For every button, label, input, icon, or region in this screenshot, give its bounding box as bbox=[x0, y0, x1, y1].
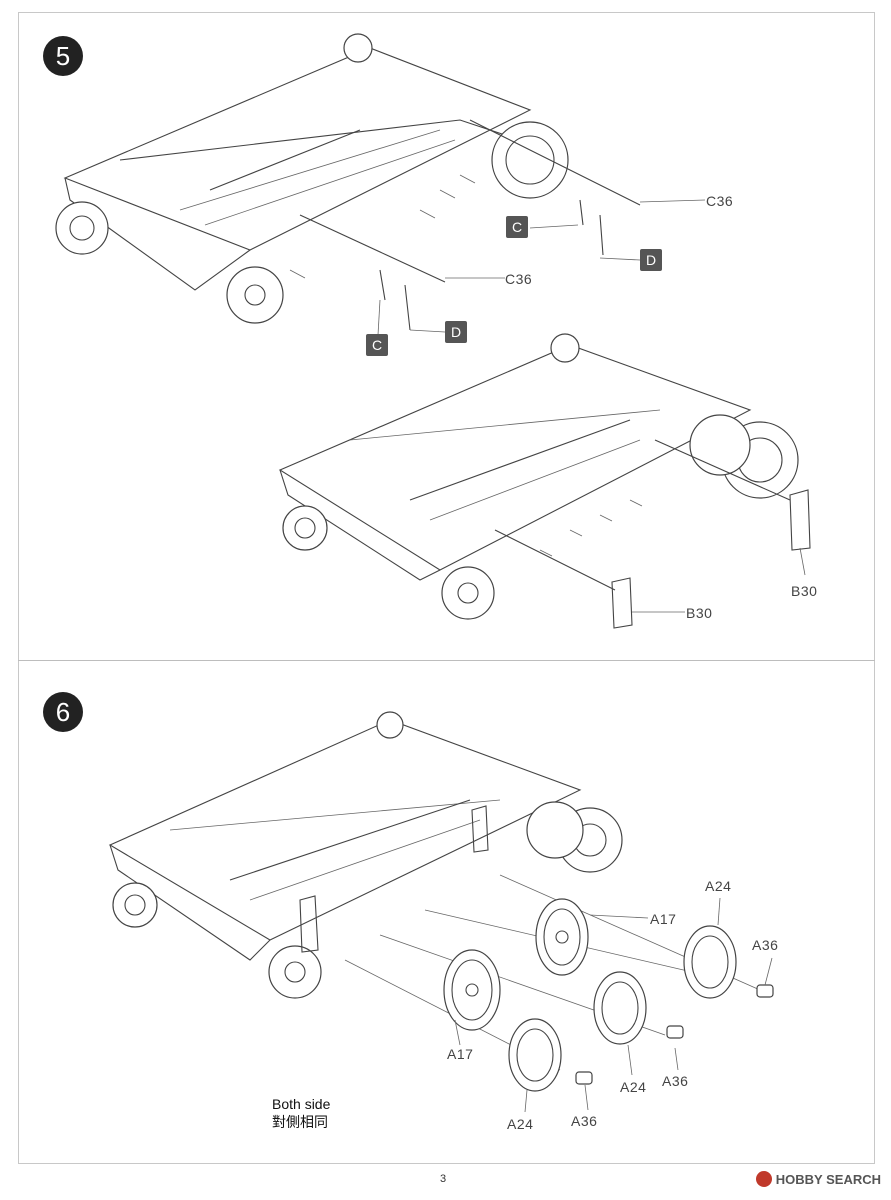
step6-road-wheels bbox=[344, 874, 774, 1092]
leader-lines bbox=[377, 199, 806, 1113]
note-chinese: 對側相同 bbox=[272, 1114, 328, 1130]
label-a17-b: A17 bbox=[447, 1046, 474, 1062]
step-divider bbox=[18, 660, 875, 661]
watermark-text: HOBBY SEARCH bbox=[775, 1171, 881, 1187]
label-c36-a: C36 bbox=[706, 193, 734, 209]
step-5-badge: 5 bbox=[43, 36, 83, 76]
label-a24-b: A24 bbox=[620, 1079, 647, 1095]
label-a17-a: A17 bbox=[650, 911, 677, 927]
hobby-search-logo-icon bbox=[755, 1171, 772, 1187]
label-a36-a: A36 bbox=[752, 937, 779, 953]
step6-hull bbox=[108, 711, 623, 999]
label-a36-b: A36 bbox=[662, 1073, 689, 1089]
label-c36-b: C36 bbox=[505, 271, 533, 287]
step5-hull-upper bbox=[55, 33, 641, 331]
label-d-b: D bbox=[445, 321, 467, 343]
label-c-a: C bbox=[506, 216, 528, 238]
label-a24-a: A24 bbox=[705, 878, 732, 894]
label-b30-b: B30 bbox=[686, 605, 713, 621]
both-side-note: Both side 對側相同 bbox=[272, 1095, 330, 1131]
step-6-badge: 6 bbox=[43, 692, 83, 732]
label-a24-c: A24 bbox=[507, 1116, 534, 1132]
note-english: Both side bbox=[272, 1096, 331, 1112]
page-number: 3 bbox=[440, 1173, 447, 1185]
hobby-search-watermark: HOBBY SEARCH bbox=[755, 1171, 881, 1187]
page-frame bbox=[18, 12, 875, 1164]
step5-hull-lower bbox=[278, 333, 811, 629]
label-d-a: D bbox=[640, 249, 662, 271]
label-b30-a: B30 bbox=[791, 583, 818, 599]
label-c-b: C bbox=[366, 334, 388, 356]
label-a36-c: A36 bbox=[571, 1113, 598, 1129]
